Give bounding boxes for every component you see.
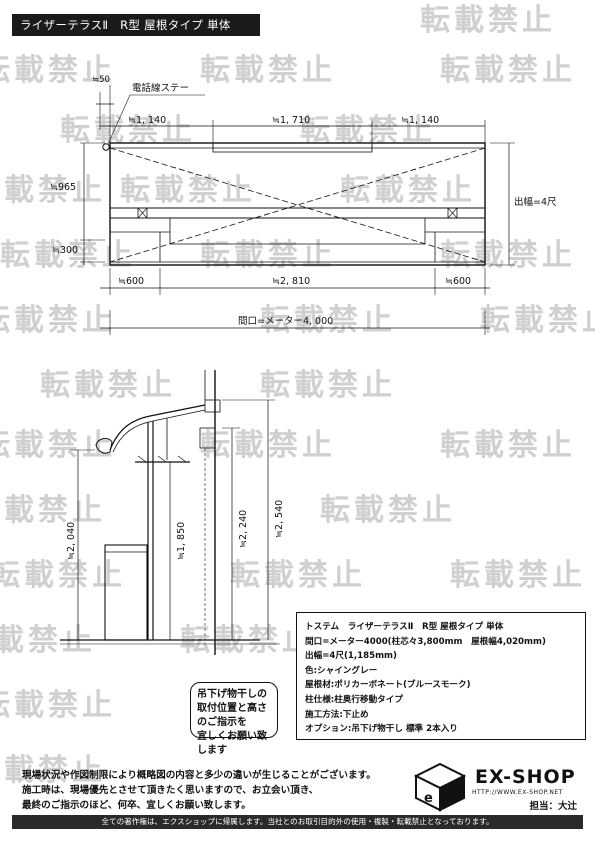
watermark: 転載禁止 — [440, 428, 576, 463]
spec-line: 施工方法:下止め — [305, 709, 369, 720]
dim-label-depth: 出幅=4尺 — [514, 196, 557, 208]
watermark-layer: 転載禁止 転載禁止 転載禁止 転載禁止 転載禁止 転載禁止 転載禁止 転載禁止 … — [0, 3, 595, 788]
dim-label-1140-right: ≒1, 140 — [401, 115, 439, 126]
watermark: 転載禁止 — [0, 493, 106, 528]
side-view-labels: ≒2, 040 ≒1, 850 ≒2, 240 ≒2, 540 — [66, 500, 285, 560]
watermark: 転載禁止 — [480, 303, 595, 338]
brand-logo: e EX-SHOP HTTP://WWW.EX-SHOP.NET 担当：大辻 — [410, 760, 585, 812]
plan-view — [80, 85, 515, 335]
spec-line: 柱仕様:柱奥行移動タイプ — [305, 694, 403, 705]
watermark: 転載禁止 — [60, 113, 196, 148]
watermark: 転載禁止 — [230, 558, 366, 593]
watermark: 転載禁止 — [0, 428, 116, 463]
watermark: 転載禁止 — [0, 753, 106, 788]
logo-name: EX-SHOP — [475, 766, 576, 788]
spec-line: オプション:吊下げ物干し 標準 2本入り — [305, 724, 458, 735]
footer-notes: 現場状況や作図制限により概略図の内容と多少の違いが生じることがございます。 施工… — [22, 768, 412, 813]
copyright-bar: 全ての著作権は、エクスショップに帰属します。当社とのお取引目的外の使用・複製・転… — [12, 815, 583, 829]
watermark: 転載禁止 — [0, 173, 106, 208]
watermark: 転載禁止 — [40, 368, 176, 403]
dim-label-2540: ≒2, 540 — [274, 500, 285, 538]
watermark: 転載禁止 — [300, 113, 436, 148]
watermark: 転載禁止 — [440, 238, 576, 273]
dim-label-965: ≒965 — [50, 182, 76, 193]
watermark: 転載禁止 — [0, 303, 116, 338]
page-title: ライザーテラスⅡ R型 屋根タイプ 単体 — [12, 14, 260, 36]
side-view — [60, 370, 280, 655]
hanger-note: 吊下げ物干しの 取付位置と高さのご指示を 宜しくお願い致します — [190, 682, 278, 756]
watermark: 転載禁止 — [260, 303, 396, 338]
dim-label-1710: ≒1, 710 — [272, 115, 310, 126]
spec-box: トステム ライザーテラスⅡ R型 屋根タイプ 単体 間口=メーター4000(柱芯… — [296, 612, 586, 740]
watermark: 転載禁止 — [260, 368, 396, 403]
watermark: 転載禁止 — [200, 238, 336, 273]
dim-label-50: ≒50 — [92, 75, 110, 85]
spec-line: 屋根材:ポリカーボネート(ブルースモーク) — [305, 680, 471, 691]
spec-line: 出幅=4尺(1,185mm) — [305, 651, 397, 662]
watermark: 転載禁止 — [120, 173, 256, 208]
spec-line: トステム ライザーテラスⅡ R型 屋根タイプ 単体 — [305, 622, 504, 632]
note-line: 宜しくお願い致します — [197, 731, 267, 756]
footer-note-line: 現場状況や作図制限により概略図の内容と多少の違いが生じることがございます。 — [22, 770, 376, 781]
dim-label-300: ≒300 — [52, 245, 78, 256]
dim-label-2240: ≒2, 240 — [238, 510, 249, 548]
watermark: 転載禁止 — [200, 53, 336, 88]
dim-label-600-right: ≒600 — [445, 276, 471, 287]
staff-label: 担当：大辻 — [529, 801, 577, 812]
spec-line: 色:シャイングレー — [305, 665, 378, 676]
dim-label-1850: ≒1, 850 — [176, 522, 187, 560]
dim-label-600-left: ≒600 — [118, 276, 144, 287]
watermark: 転載禁止 — [440, 53, 576, 88]
dim-label-frontage: 間口=メーター4, 000 — [238, 316, 333, 327]
dim-label-1140-left: ≒1, 140 — [128, 115, 166, 126]
watermark: 転載禁止 — [420, 3, 556, 38]
watermark: 転載禁止 — [0, 558, 126, 593]
spec-line: 間口=メーター4000(柱芯々3,800mm 屋根幅4,020mm) — [305, 636, 546, 647]
plan-view-labels: ≒50 電話線ステー ≒1, 140 ≒1, 710 ≒1, 140 ≒965 … — [50, 75, 557, 327]
note-line: 取付位置と高さのご指示を — [197, 703, 267, 728]
dim-label-2810: ≒2, 810 — [272, 276, 310, 287]
watermark: 転載禁止 — [0, 53, 116, 88]
watermark: 転載禁止 — [0, 688, 116, 723]
watermark: 転載禁止 — [200, 428, 336, 463]
watermark: 転載禁止 — [320, 493, 456, 528]
logo-url: HTTP://WWW.EX-SHOP.NET — [472, 789, 563, 796]
note-line: 吊下げ物干しの — [197, 689, 267, 700]
footer-note-line: 最終のご指示のほど、何卒、宜しくお願い致します。 — [22, 800, 251, 811]
logo-cube-icon: e — [413, 762, 467, 812]
dim-label-2040: ≒2, 040 — [66, 522, 77, 560]
footer-note-line: 施工時は、現場優先とさせて頂きたく思いますので、お立会い頂き、 — [22, 785, 319, 796]
svg-text:e: e — [424, 791, 433, 806]
phone-stay-label: 電話線ステー — [132, 82, 189, 94]
watermark: 転載禁止 — [450, 558, 586, 593]
watermark: 転載禁止 — [340, 173, 476, 208]
